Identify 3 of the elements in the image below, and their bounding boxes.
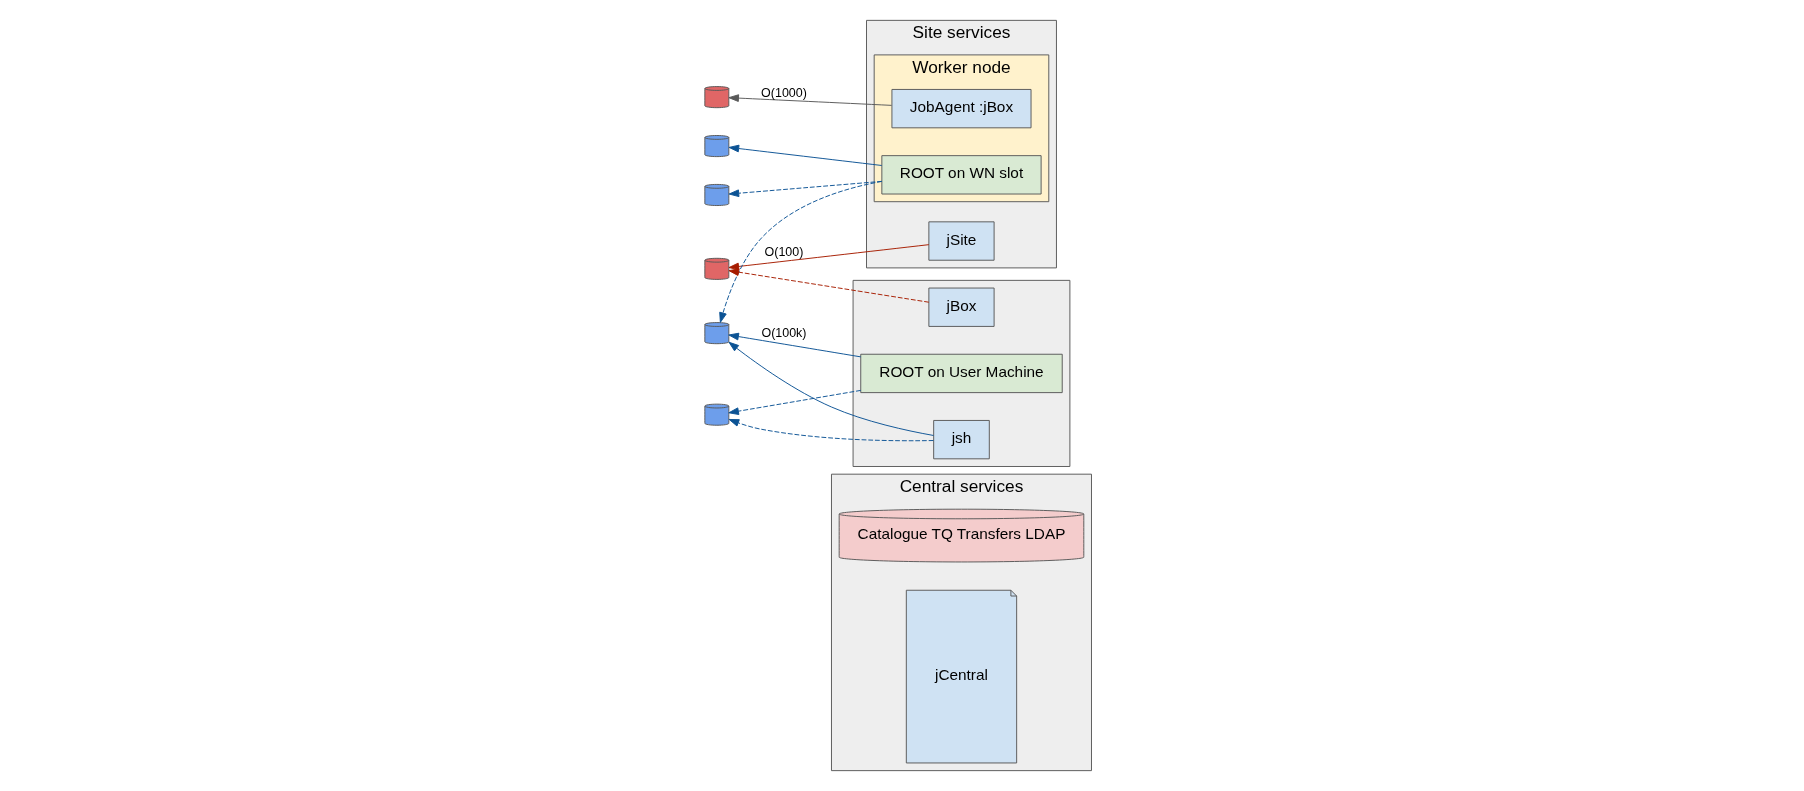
edge-label: O(100k) [761, 326, 807, 341]
edge-label: O(1000) [761, 85, 807, 100]
edge-label: O(100) [764, 244, 804, 259]
